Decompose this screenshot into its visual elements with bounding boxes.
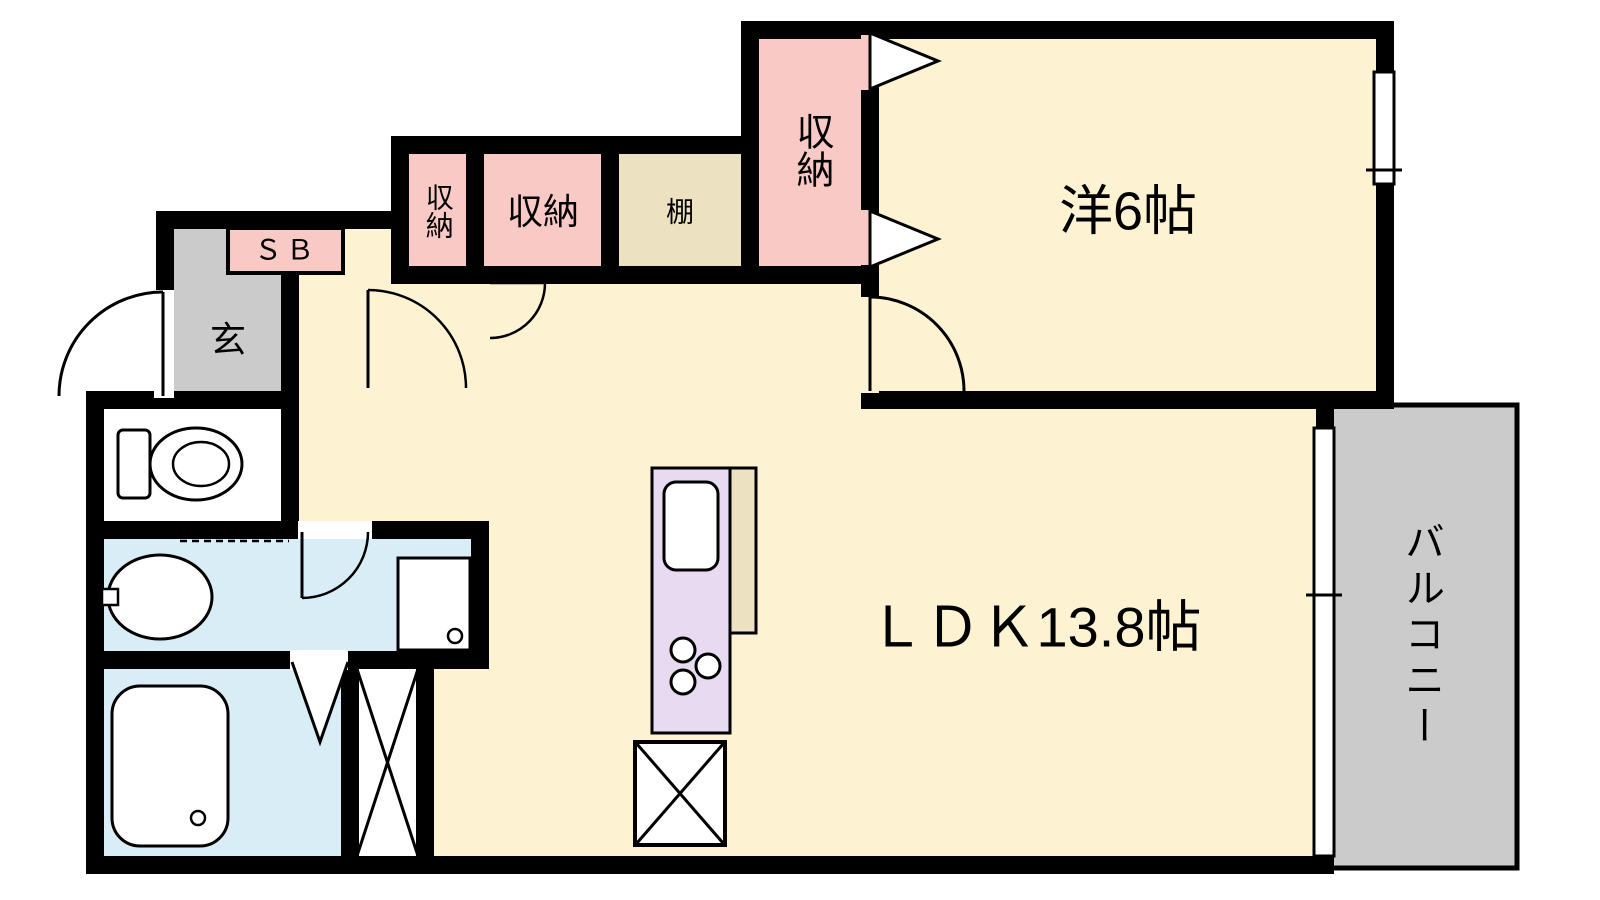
toilet-tank-icon — [116, 428, 152, 500]
washer-drain-icon — [446, 627, 464, 645]
closet-main-area — [741, 21, 879, 284]
closet-door-triangle-icon — [868, 30, 942, 92]
label-shelf: 棚 — [665, 196, 695, 228]
hall-door-swing — [367, 288, 468, 389]
label-closet-hall-small: 収納 — [422, 183, 454, 239]
closet-door-swing — [489, 282, 547, 340]
window-western — [1372, 70, 1396, 186]
washbasin-faucet-icon — [100, 587, 120, 607]
washroom-door-opening — [298, 521, 372, 539]
bath-folding-door — [290, 661, 350, 747]
pipe-shaft — [341, 651, 434, 874]
toilet-bowl-inner-icon — [171, 440, 231, 488]
western-door-swing — [869, 295, 966, 392]
room-label-western: 洋6帖 — [1058, 181, 1198, 242]
void-square-cross-line — [635, 743, 725, 844]
label-closet-main: 収納 — [789, 112, 832, 188]
closet-door-triangle-icon — [868, 208, 942, 270]
room-label-ldk: ＬＤＫ13.8帖 — [868, 595, 1202, 659]
washer-pan-icon — [396, 556, 472, 652]
washroom-door-swing — [301, 531, 370, 600]
front-door-swing — [57, 290, 164, 397]
label-shoe-box: ＳＢ — [253, 234, 319, 266]
washbasin-icon — [106, 553, 214, 641]
bathtub-icon — [110, 684, 230, 848]
pipe-shaft-cross-line — [354, 665, 421, 860]
window-balcony — [1312, 426, 1336, 858]
label-entrance: 玄 — [209, 319, 247, 361]
shelf-area — [601, 136, 759, 284]
closet-opening — [861, 210, 870, 265]
stove-burner-icon — [669, 636, 697, 664]
balcony-area — [1322, 402, 1520, 871]
kitchen-sink — [662, 480, 720, 572]
shoe-box-area — [226, 226, 345, 275]
kitchen-back-counter — [728, 466, 758, 635]
bathtub-drain-icon — [189, 809, 207, 827]
closet-opening — [861, 35, 870, 90]
label-closet-hall: 収納 — [506, 191, 580, 233]
label-balcony: バルコニー — [1399, 521, 1443, 751]
stove-burner-icon — [694, 652, 722, 680]
stove-burner-icon — [669, 668, 697, 696]
